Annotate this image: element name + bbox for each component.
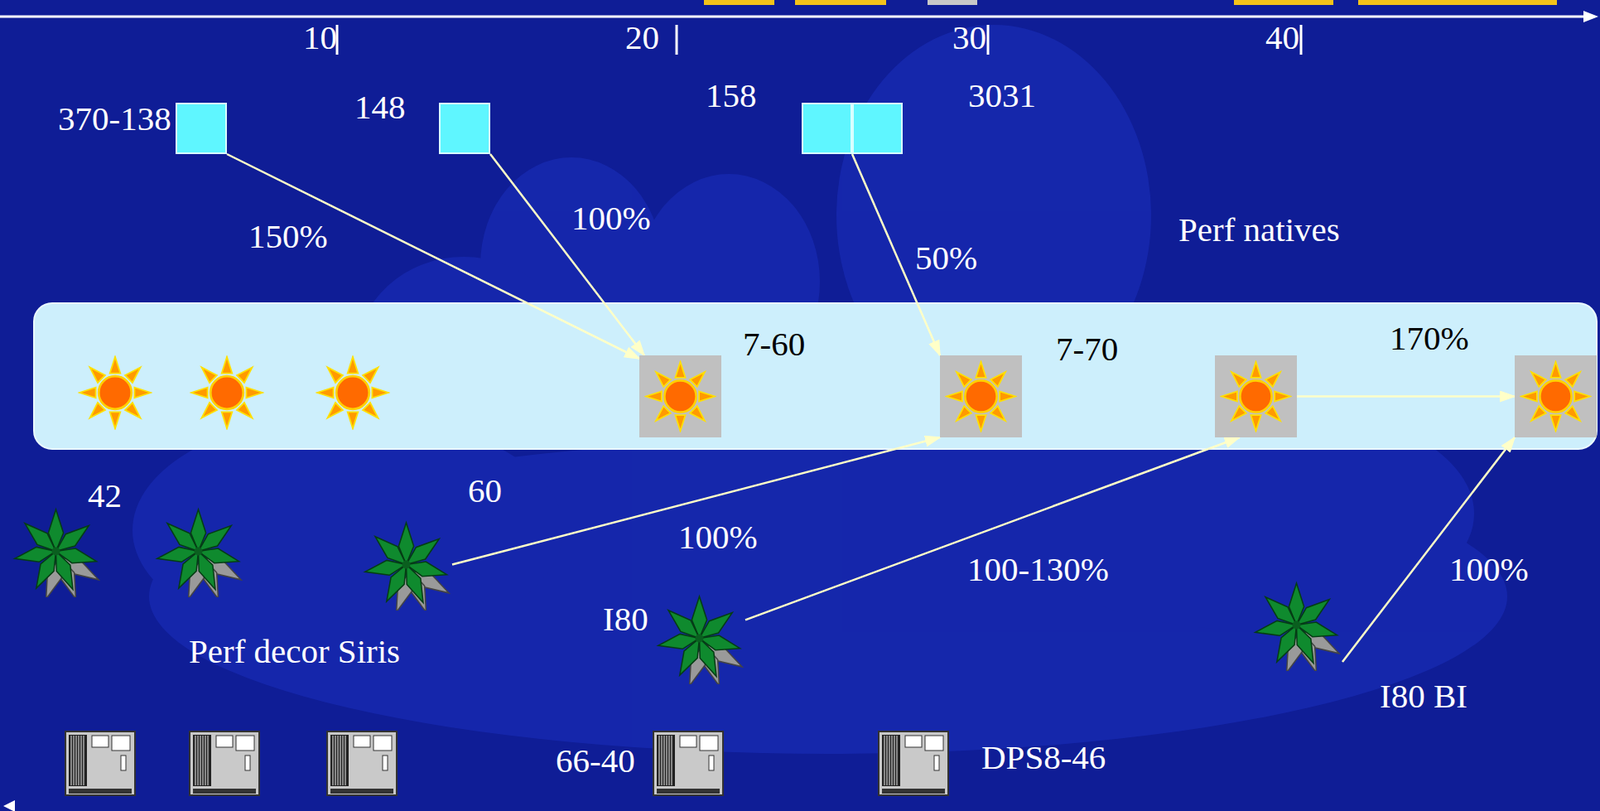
ratio-label: 100% [571,198,651,238]
plain-trees [13,509,245,602]
node-label: 158 [705,76,757,116]
decor-tree: I80 BI [1250,578,1343,671]
ratio-arrow [745,437,1240,620]
version-box: 158 [801,102,853,155]
sun-symbol [1214,355,1297,438]
node-label: 370-138 [57,99,172,139]
ratio-arrow [452,437,940,565]
annotation-label: DPS8-46 [981,737,1106,777]
node-label: 60 [467,471,502,511]
native-sun: 7-60 [639,355,722,438]
sun-symbol [939,355,1022,438]
version-box: 370-138 [175,102,227,155]
annotation-label: Perf decor Siris [188,631,400,671]
node-label: I80 [602,599,649,639]
tree-symbol [1250,578,1343,671]
band-fill [33,303,1597,449]
annotation-label: 30 [952,18,987,58]
annotation-label: 66-40 [555,741,636,781]
tree-symbol [360,518,453,611]
native-sun: 7-70 [939,355,1022,438]
ratio-label: 100-130% [967,549,1109,589]
ratio-label: 100% [1449,549,1529,589]
tree-symbol [653,592,746,685]
node-label: 7-70 [1055,329,1119,369]
node-label: 7-60 [742,324,805,364]
computer-icons [65,731,949,796]
version-box: 148 [438,102,491,155]
ratio-label: 100% [678,517,758,557]
annotation-label: Perf natives [1178,210,1340,250]
ratio-label: 50% [915,238,978,278]
decor-tree: 60 [360,518,453,611]
ratio-label: 170% [1389,318,1470,358]
node-label: 148 [354,87,406,127]
decor-tree: I80 [653,592,746,685]
native-band: 7-60 7-70 [33,303,1597,449]
ratio-arrow [1296,395,1515,398]
annotation-label: 42 [87,476,122,516]
version-box: 3031 [852,102,903,155]
node-label: 3031 [968,76,1037,116]
annotation-label: 20 [625,18,660,58]
node-label: I80 BI [1379,676,1468,716]
annotation-label: 40 [1265,18,1300,58]
ratio-arrow [226,154,640,359]
annotation-label: 10 [303,18,338,58]
ratio-arrow [1342,437,1515,662]
sun-symbol [1514,355,1597,438]
native-sun [1514,355,1597,438]
ratio-arrow [490,154,645,356]
native-sun [1214,355,1297,438]
plain-suns [79,356,389,429]
ratio-label: 150% [248,216,328,256]
sun-symbol [639,355,722,438]
